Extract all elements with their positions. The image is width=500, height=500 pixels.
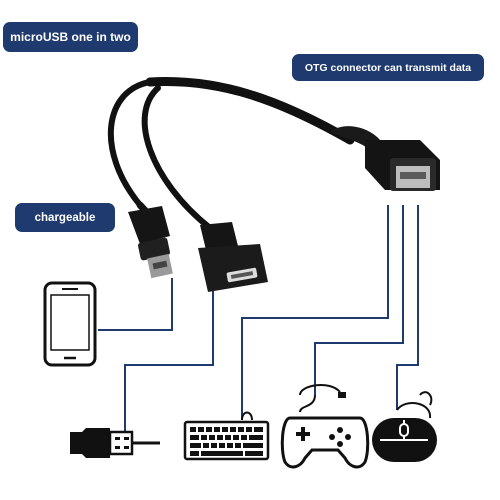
chargeable-label: chargeable (15, 203, 115, 232)
line-phone (98, 278, 173, 331)
otg-connector (330, 126, 440, 191)
usb-plug-icon (70, 428, 160, 458)
cable-main (145, 77, 355, 145)
gamepad-icon (280, 384, 370, 469)
line-usb-plug (124, 282, 214, 445)
otg-label: OTG connector can transmit data (292, 54, 484, 81)
cable (107, 77, 355, 231)
line-mouse (396, 205, 419, 410)
connector-lines (98, 205, 419, 445)
phone-icon (43, 281, 97, 367)
line-gamepad (314, 205, 404, 395)
microusb-label: microUSB one in two (3, 22, 138, 52)
microusb-male-connector (128, 206, 173, 279)
cable-branch-right (141, 85, 213, 231)
cable-branch-left (107, 79, 153, 208)
line-keyboard (241, 205, 389, 420)
keyboard-icon (183, 411, 270, 461)
mouse-icon (372, 391, 437, 462)
microusb-female-connector (198, 222, 268, 292)
